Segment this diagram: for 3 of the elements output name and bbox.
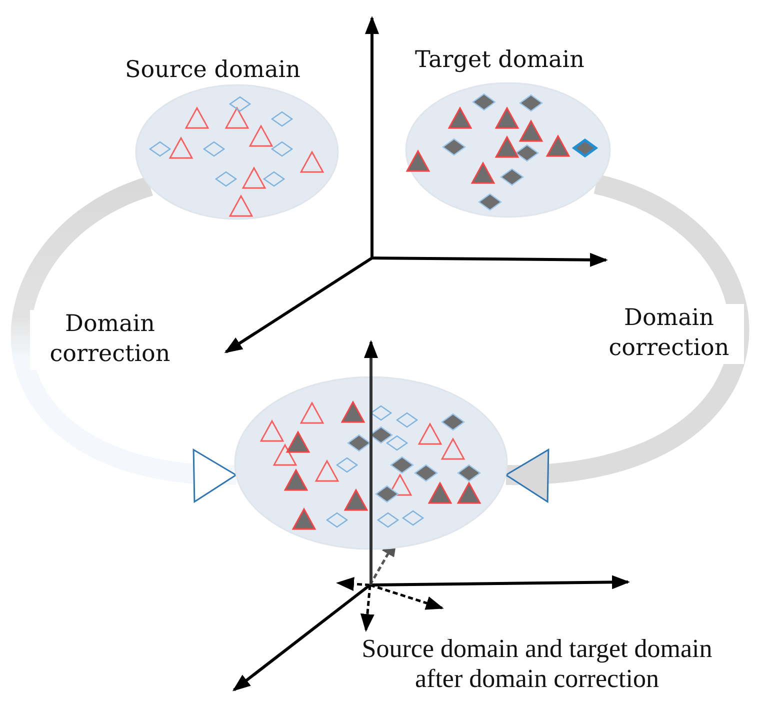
domain-heading: Target domain: [415, 47, 584, 73]
domain-heading: Source domain: [125, 57, 300, 83]
caption-text: Source domain and target domain after domain correction: [360, 634, 714, 695]
